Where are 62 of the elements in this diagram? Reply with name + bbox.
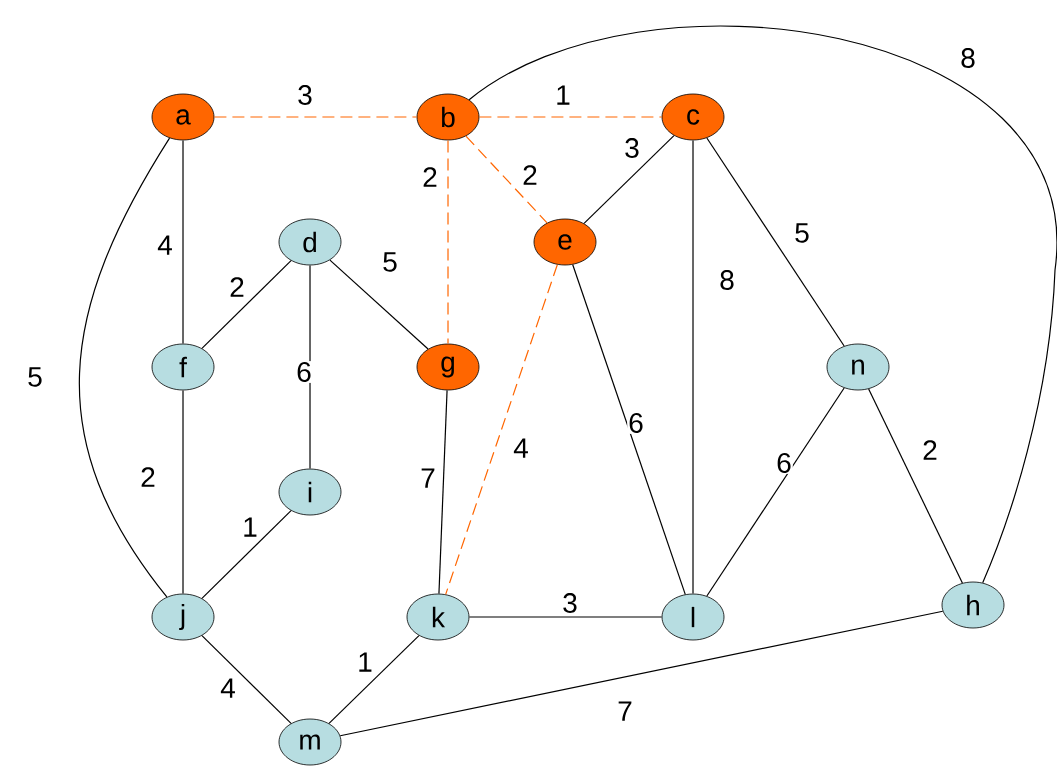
edge-weight: 6 bbox=[295, 361, 313, 383]
graph-edge bbox=[201, 260, 292, 349]
graph-edge bbox=[328, 635, 420, 724]
graph-edge bbox=[78, 137, 171, 598]
graph-edge bbox=[468, 616, 663, 618]
edge-weight: 7 bbox=[616, 700, 634, 722]
graph-vertex: n bbox=[826, 343, 890, 391]
graph-edge bbox=[468, 25, 1056, 584]
graph-edge bbox=[447, 139, 449, 345]
graph-vertex: e bbox=[533, 218, 597, 266]
edge-weight: 5 bbox=[793, 222, 811, 244]
edge-weight: 8 bbox=[959, 47, 977, 69]
edge-weight: 8 bbox=[718, 269, 736, 291]
graph-vertex: l bbox=[661, 593, 725, 641]
graph-edge bbox=[201, 510, 292, 599]
graph-edge bbox=[706, 387, 845, 597]
graph-vertex: a bbox=[151, 93, 215, 141]
graph-edge bbox=[309, 264, 311, 470]
edge-weight: 1 bbox=[356, 651, 374, 673]
graph-edge bbox=[478, 116, 663, 118]
edge-weight: 1 bbox=[241, 516, 259, 538]
edge-weight: 2 bbox=[228, 276, 246, 298]
edge-weight: 7 bbox=[419, 467, 437, 489]
edge-weight: 3 bbox=[623, 137, 641, 159]
graph-edge bbox=[445, 264, 558, 595]
graph-edge bbox=[868, 388, 963, 584]
graph-vertex: b bbox=[416, 93, 480, 141]
graph-edge bbox=[438, 389, 448, 595]
graph-edge bbox=[572, 264, 686, 595]
edge-weight: 3 bbox=[561, 592, 579, 614]
edge-weight: 2 bbox=[139, 466, 157, 488]
graph-edge bbox=[706, 137, 845, 347]
graph-vertex: h bbox=[941, 581, 1005, 629]
edge-weight: 2 bbox=[521, 164, 539, 186]
graph-edge bbox=[329, 259, 429, 350]
graph-edge bbox=[201, 635, 292, 724]
graph-edge bbox=[692, 139, 694, 595]
graph-vertex: m bbox=[278, 718, 342, 766]
edge-weight: 4 bbox=[156, 234, 174, 256]
graph-edge bbox=[182, 389, 184, 595]
graph-vertex: c bbox=[661, 93, 725, 141]
graph-edge bbox=[465, 135, 548, 224]
edge-weight: 4 bbox=[219, 677, 237, 699]
graph-vertex: g bbox=[416, 343, 480, 391]
graph-vertex: k bbox=[406, 593, 470, 641]
edge-weight: 4 bbox=[512, 437, 530, 459]
edge-weight: 6 bbox=[627, 412, 645, 434]
graph-edge bbox=[339, 610, 944, 737]
edge-weight: 5 bbox=[26, 366, 44, 388]
graph-edge bbox=[583, 135, 675, 224]
edge-weight: 3 bbox=[296, 84, 314, 106]
graph-vertex: i bbox=[278, 468, 342, 516]
edge-weight: 6 bbox=[775, 452, 793, 474]
edge-weight: 5 bbox=[381, 251, 399, 273]
graph-vertex: f bbox=[151, 343, 215, 391]
edge-weight: 2 bbox=[421, 166, 439, 188]
graph-vertex: d bbox=[278, 218, 342, 266]
edge-weight: 2 bbox=[921, 439, 939, 461]
graph-edge bbox=[213, 116, 418, 118]
graph-vertex: j bbox=[151, 593, 215, 641]
graph-edge bbox=[182, 139, 184, 345]
edge-weight: 1 bbox=[554, 84, 572, 106]
